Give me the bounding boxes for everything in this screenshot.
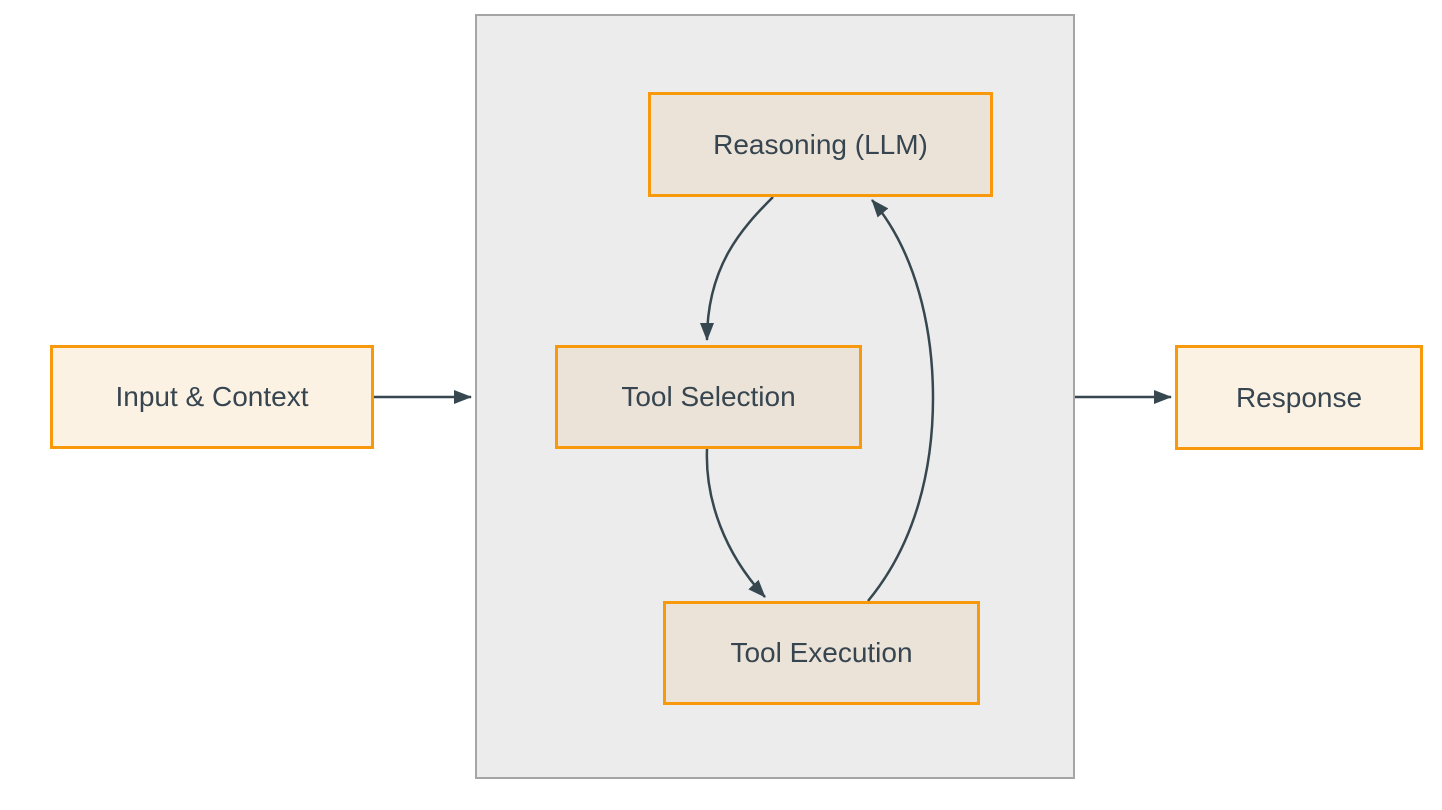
node-input-context: Input & Context [50,345,374,449]
node-reasoning-llm-label: Reasoning (LLM) [713,128,928,160]
node-tool-selection-label: Tool Selection [621,381,796,413]
node-response: Response [1175,345,1423,450]
node-reasoning-llm: Reasoning (LLM) [648,92,993,197]
edge-tool-execution-to-reasoning [867,199,935,602]
edge-reasoning-to-tool-selection [700,196,774,341]
node-response-label: Response [1235,381,1363,413]
node-tool-execution: Tool Execution [663,601,980,705]
node-tool-selection: Tool Selection [555,345,862,449]
node-tool-execution-label: Tool Execution [730,637,913,669]
node-input-context-label: Input & Context [115,381,309,413]
edge-tool-selection-to-tool-execution [705,448,766,598]
